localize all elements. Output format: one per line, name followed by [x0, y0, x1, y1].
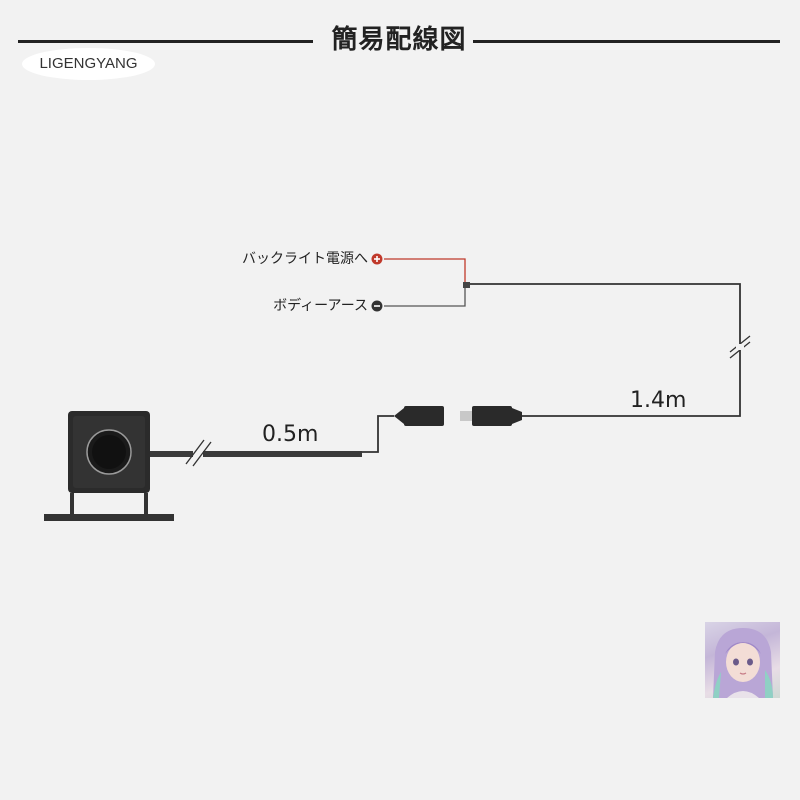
- negative-wire: [384, 287, 466, 307]
- minus-terminal-icon: [371, 300, 383, 312]
- break-mark-short-1: [185, 439, 205, 465]
- connector-right-body: [472, 406, 512, 426]
- connector-left-tip: [394, 408, 404, 424]
- cable-length-short: 0.5m: [262, 422, 319, 447]
- character-thumbnail: [705, 622, 780, 698]
- header: 簡易配線図: [18, 20, 780, 60]
- connector-left-body: [404, 406, 444, 426]
- title-rule-left: [18, 40, 313, 43]
- camera-lens: [92, 435, 126, 469]
- camera-bracket-right: [144, 493, 148, 515]
- break-mark-short-2: [192, 441, 212, 467]
- page-title: 簡易配線図: [331, 25, 467, 55]
- positive-wire: [384, 258, 466, 283]
- camera-bracket-left: [70, 493, 74, 515]
- camera-mount-plate: [44, 514, 174, 521]
- power-cable: [470, 283, 741, 417]
- connector-left-lead: [362, 415, 394, 453]
- brand-logo: LIGENGYANG: [22, 48, 155, 80]
- cable-length-long: 1.4m: [630, 388, 687, 413]
- plus-terminal-icon: [371, 253, 383, 265]
- body-ground-label: ボディーアース: [273, 298, 368, 314]
- wire-junction: [463, 282, 470, 288]
- connector-right-tip: [512, 408, 522, 424]
- camera: [44, 411, 174, 521]
- backlight-power-label: バックライト電源へ: [242, 251, 368, 267]
- title-rule-right: [473, 40, 780, 43]
- connector-right-pin: [460, 411, 472, 421]
